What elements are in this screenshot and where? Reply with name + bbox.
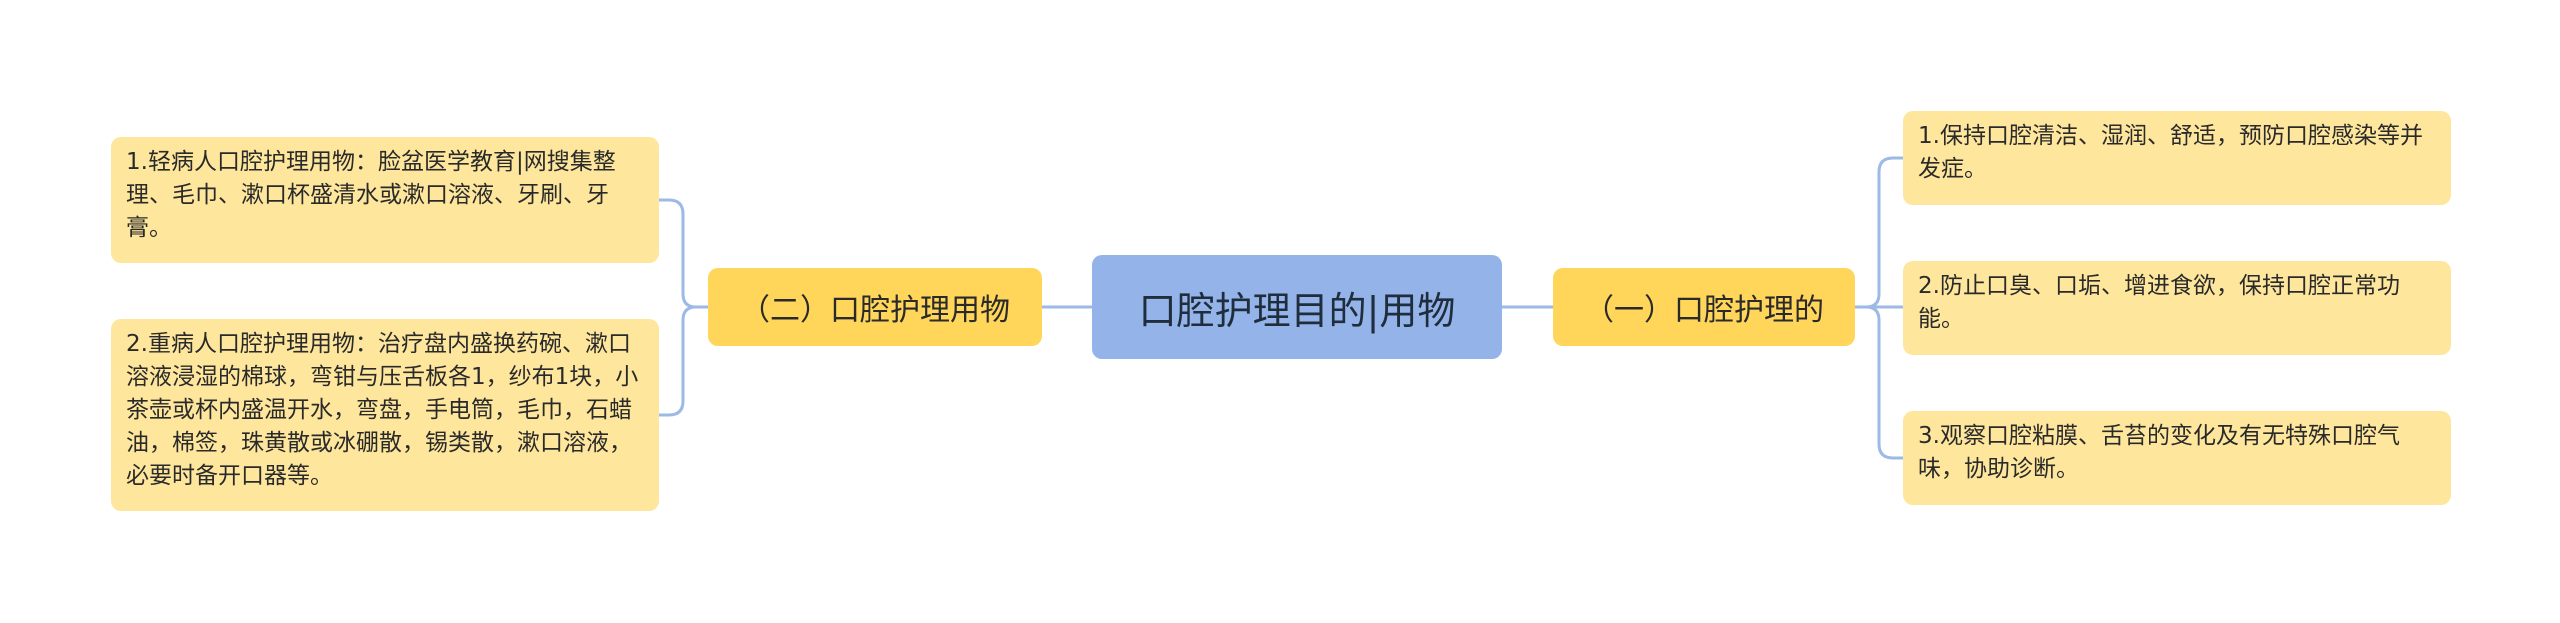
root-topic[interactable]: 口腔护理目的|用物 (1092, 255, 1502, 359)
branch-oral-care-supplies[interactable]: （二）口腔护理用物 (708, 268, 1042, 346)
connector-right-branch-to-leaf-1 (1853, 156, 1905, 309)
leaf-purpose-3[interactable]: 3.观察口腔粘膜、舌苔的变化及有无特殊口腔气味，协助诊断。 (1903, 411, 2451, 505)
leaf-supplies-severe-patient[interactable]: 2.重病人口腔护理用物：治疗盘内盛换药碗、漱口溶液浸湿的棉球，弯钳与压舌板各1，… (111, 319, 659, 511)
leaf-supplies-mild-patient[interactable]: 1.轻病人口腔护理用物：脸盆医学教育|网搜集整理、毛巾、漱口杯盛清水或漱口溶液、… (111, 137, 659, 263)
branch-oral-care-purpose[interactable]: （一）口腔护理的 (1553, 268, 1855, 346)
connector-left-branch-to-leaf-2 (657, 305, 710, 417)
leaf-purpose-2[interactable]: 2.防止口臭、口垢、增进食欲，保持口腔正常功能。 (1903, 261, 2451, 355)
connector-left-branch-to-leaf-1 (657, 198, 710, 309)
leaf-purpose-1[interactable]: 1.保持口腔清洁、湿润、舒适，预防口腔感染等并发症。 (1903, 111, 2451, 205)
connector-right-branch-to-leaf-3 (1853, 305, 1905, 460)
